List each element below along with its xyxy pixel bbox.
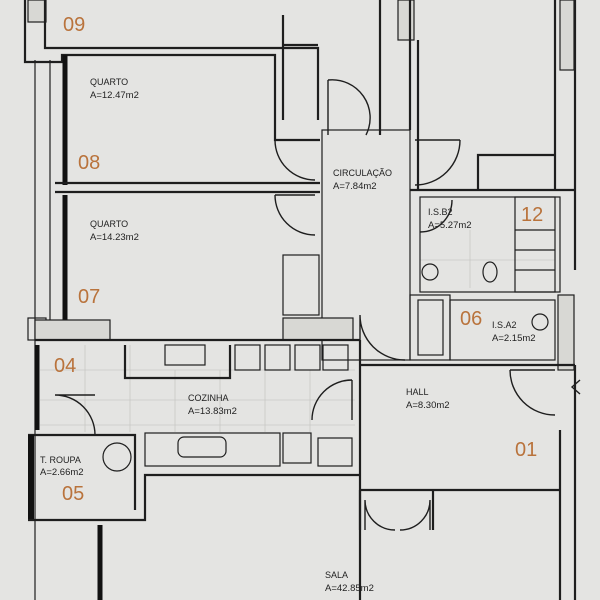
room-area: A=7.84m2 (333, 181, 377, 192)
room-name: QUARTO (90, 77, 128, 87)
room-area: A=8.30m2 (406, 400, 450, 411)
room-number-08: 08 (78, 152, 100, 174)
room-area: A=14.23m2 (90, 232, 139, 243)
room-number-05: 05 (62, 483, 84, 505)
room-numbers: 09 08 07 04 05 06 01 12 (54, 14, 543, 505)
toilet-icon (482, 261, 498, 283)
room-number-09: 09 (63, 14, 85, 36)
room-area: A=2.15m2 (492, 333, 536, 344)
room-number-01: 01 (515, 439, 537, 461)
room-name: SALA (325, 570, 348, 580)
walls (23, 0, 577, 600)
washbasin-icon (531, 313, 549, 331)
room-name: I.S.B2 (428, 207, 453, 217)
fixtures (421, 261, 581, 395)
washbasin-icon (421, 263, 439, 281)
room-area: A=42.85m2 (325, 583, 374, 594)
room-area: A=2.66m2 (40, 467, 84, 478)
room-name: T. ROUPA (40, 455, 81, 465)
room-area: A=12.47m2 (90, 90, 139, 101)
room-number-04: 04 (54, 355, 76, 377)
room-name: HALL (406, 387, 429, 397)
room-name: CIRCULAÇÃO (333, 168, 392, 178)
room-number-12: 12 (521, 204, 543, 226)
doors (54, 79, 556, 531)
entrance-arrow-icon (570, 379, 581, 395)
room-name: COZINHA (188, 393, 229, 403)
room-area: A=13.83m2 (188, 406, 237, 417)
room-name: I.S.A2 (492, 320, 517, 330)
room-area: A=5.27m2 (428, 220, 472, 231)
room-number-07: 07 (78, 286, 100, 308)
room-name: QUARTO (90, 219, 128, 229)
room-labels: QUARTO A=12.47m2 QUARTO A=14.23m2 CIRCUL… (40, 77, 536, 594)
room-number-06: 06 (460, 308, 482, 330)
